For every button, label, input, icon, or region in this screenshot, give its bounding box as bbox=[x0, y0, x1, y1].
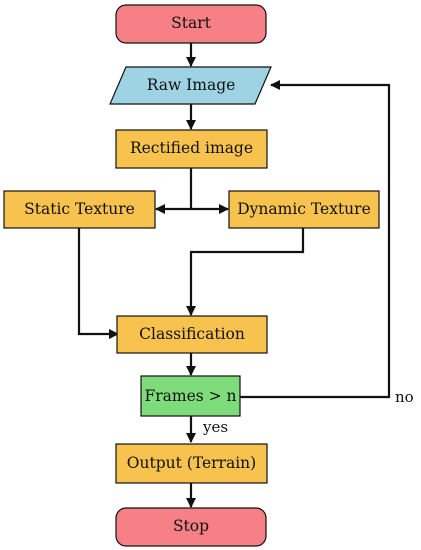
yes-label: yes bbox=[202, 418, 228, 436]
raw-image-label: Raw Image bbox=[147, 76, 236, 94]
rectified-image-label: Rectified image bbox=[130, 139, 253, 157]
output-label: Output (Terrain) bbox=[127, 454, 256, 472]
connectors bbox=[77, 43, 391, 508]
frames-box bbox=[140, 375, 241, 417]
raw-image-box bbox=[109, 66, 272, 105]
classification-label: Classification bbox=[139, 325, 245, 343]
edge-static-texture-to-classification bbox=[77, 228, 119, 339]
edge-frames-no-loop bbox=[240, 80, 391, 399]
static-texture-box bbox=[3, 190, 156, 229]
node-rectified-image: Rectified image bbox=[115, 129, 268, 169]
node-frames-check: Frames > n bbox=[140, 375, 241, 417]
classification-box bbox=[116, 315, 268, 354]
start-label: Start bbox=[171, 14, 211, 32]
node-output-terrain: Output (Terrain) bbox=[115, 443, 268, 484]
static-texture-label: Static Texture bbox=[24, 200, 135, 218]
node-raw-image: Raw Image bbox=[109, 66, 272, 105]
stop-box bbox=[115, 507, 267, 547]
dynamic-texture-label: Dynamic Texture bbox=[237, 200, 371, 218]
dynamic-texture-box bbox=[228, 190, 380, 229]
node-dynamic-texture: Dynamic Texture bbox=[228, 190, 380, 229]
stop-label: Stop bbox=[173, 517, 209, 535]
output-box bbox=[115, 443, 268, 484]
frames-label: Frames > n bbox=[144, 387, 236, 405]
node-start: Start bbox=[115, 4, 267, 44]
node-classification: Classification bbox=[116, 315, 268, 354]
no-label: no bbox=[395, 388, 414, 406]
node-stop: Stop bbox=[115, 507, 267, 547]
rectified-image-box bbox=[115, 129, 268, 169]
edge-dynamic-texture-to-classification bbox=[186, 228, 305, 316]
start-box bbox=[115, 4, 267, 44]
node-static-texture: Static Texture bbox=[3, 190, 156, 229]
